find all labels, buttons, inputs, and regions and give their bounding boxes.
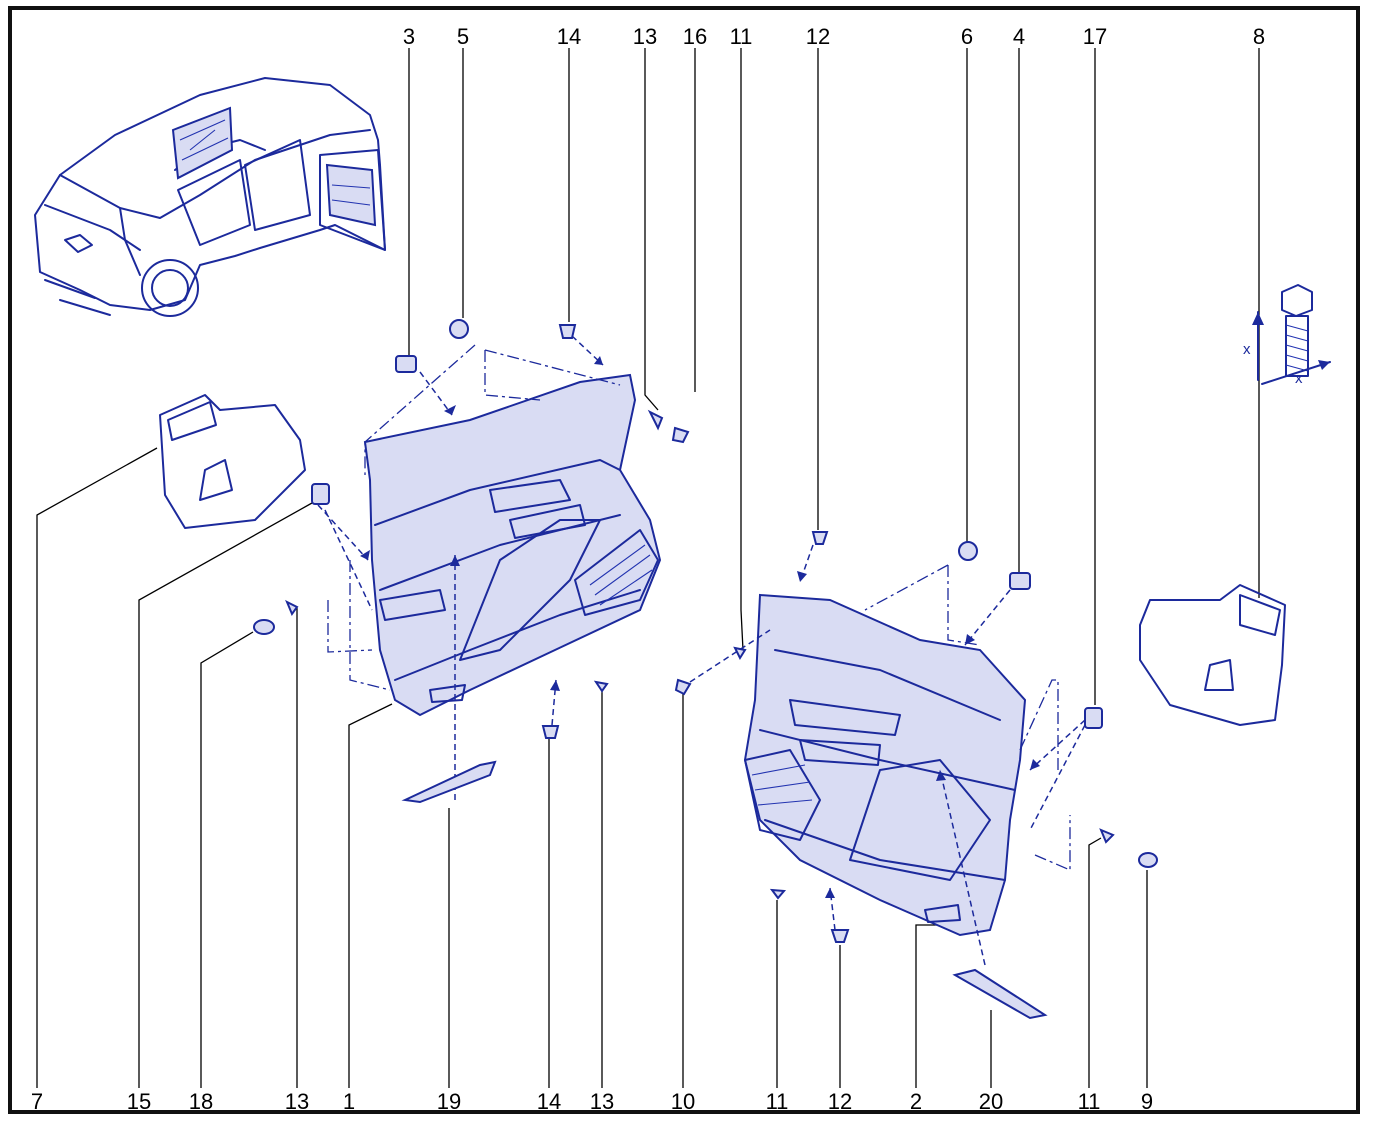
callout-4: 4 (1012, 24, 1026, 49)
diagram-frame (8, 6, 1360, 1114)
left-door-panel (363, 373, 662, 717)
callout-12: 12 (805, 24, 831, 49)
callout-13: 13 (632, 24, 658, 49)
callout-3: 3 (402, 24, 416, 49)
fasteners (253, 319, 1158, 943)
callout-14-bottom: 14 (536, 1089, 562, 1114)
callout-12-bottom: 12 (827, 1089, 853, 1114)
callout-14: 14 (556, 24, 582, 49)
leader-lines (36, 48, 1260, 1088)
trim-strip-left (401, 760, 497, 804)
assembly-arrows (317, 335, 1086, 966)
callout-13-bottom: 13 (284, 1089, 310, 1114)
right-insulation-sheet (1139, 584, 1286, 726)
trim-strip-right (952, 968, 1048, 1020)
callout-19: 19 (436, 1089, 462, 1114)
callout-8: 8 (1252, 24, 1266, 49)
callout-2: 2 (909, 1089, 923, 1114)
callout-18: 18 (188, 1089, 214, 1114)
inset-x-label-horizontal: x (1295, 370, 1303, 387)
callout-11-bottom-2: 11 (1077, 1089, 1101, 1114)
callout-9: 9 (1140, 1089, 1154, 1114)
assembly-dashed-lines (327, 344, 1071, 871)
right-door-panel (743, 593, 1027, 937)
torque-inset-icon (1252, 284, 1331, 385)
callout-5: 5 (456, 24, 470, 49)
callout-6: 6 (960, 24, 974, 49)
callout-10: 10 (670, 1089, 696, 1114)
callout-13-bottom-2: 13 (589, 1089, 615, 1114)
callout-15: 15 (126, 1089, 152, 1114)
inset-x-label-vertical: x (1243, 341, 1251, 358)
vehicle-illustration (34, 77, 386, 317)
callout-17: 17 (1082, 24, 1108, 49)
callout-11-bottom: 11 (765, 1089, 789, 1114)
callout-1: 1 (342, 1089, 356, 1114)
callout-20: 20 (978, 1089, 1004, 1114)
callout-11: 11 (729, 24, 753, 49)
callout-7: 7 (30, 1089, 44, 1114)
left-insulation-sheet (159, 394, 306, 529)
callout-16: 16 (682, 24, 708, 49)
